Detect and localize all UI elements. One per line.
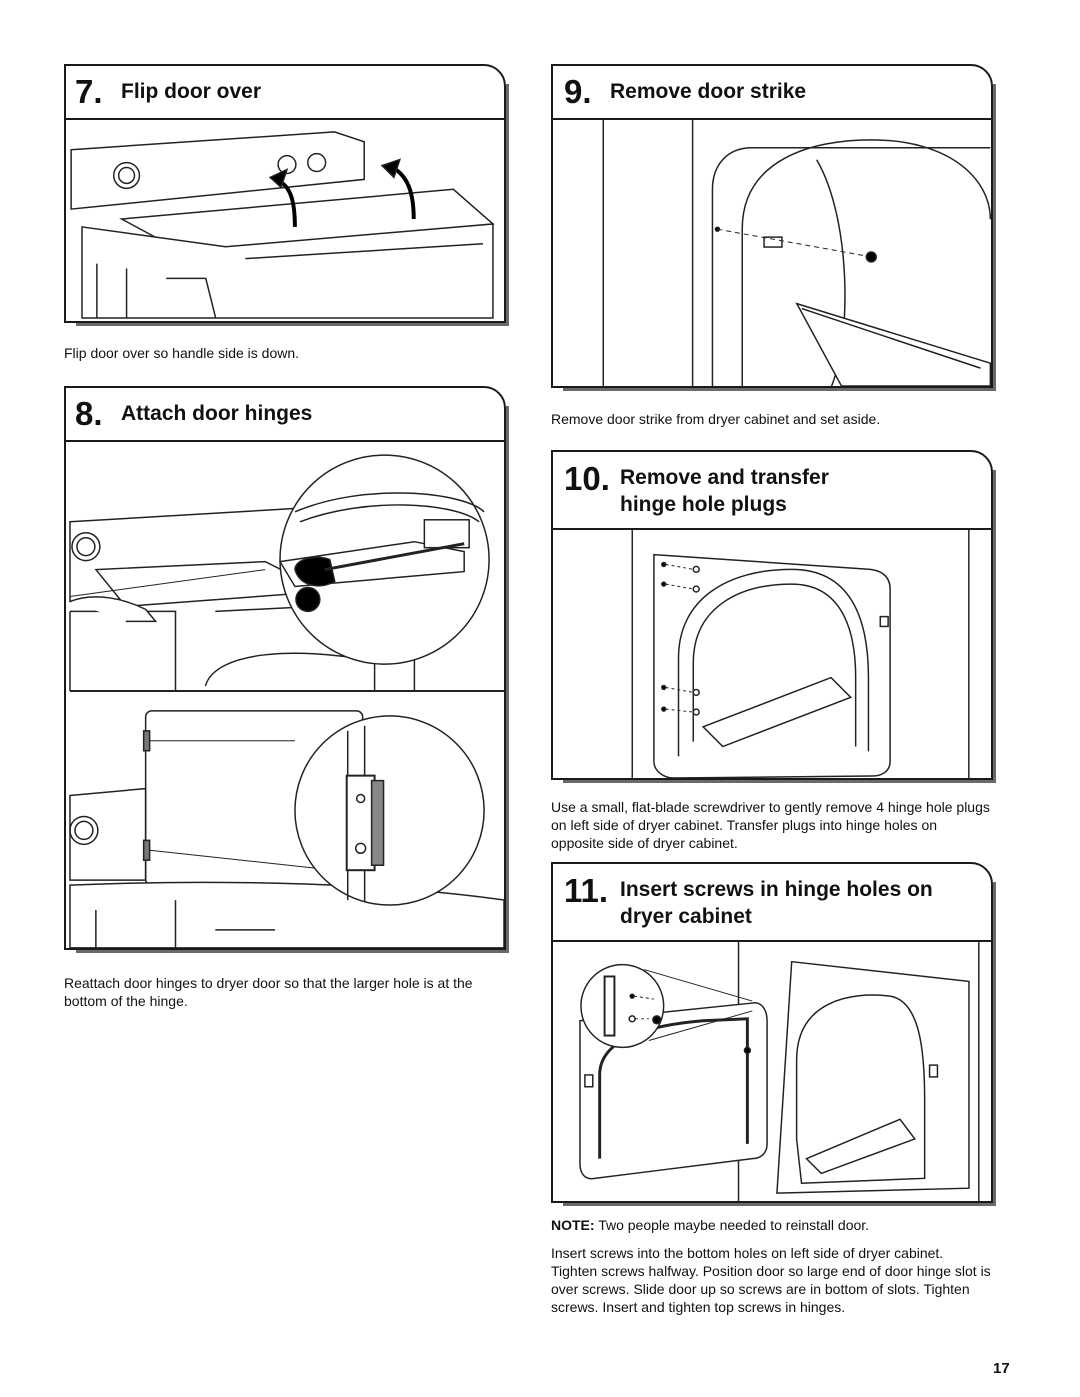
step-7-illustration — [66, 120, 504, 321]
step-7-panel: 7. Flip door over — [64, 64, 509, 326]
step-7-number: 7. — [75, 73, 103, 110]
step-7-title: Flip door over — [121, 80, 262, 103]
step-9-illustration — [553, 120, 991, 386]
step-11-title-line1: Insert screws in hinge holes on — [620, 878, 933, 901]
step-11-caption: Insert screws into the bottom holes on l… — [551, 1245, 991, 1315]
step-8-header: 8. Attach door hinges — [66, 388, 504, 442]
step-11-illustration — [553, 942, 991, 1201]
step-8-illustration — [66, 442, 504, 948]
page-number: 17 — [993, 1360, 1010, 1377]
step-11-note: NOTE: Two people maybe needed to reinsta… — [551, 1216, 991, 1234]
note-label: NOTE: — [551, 1217, 595, 1233]
step-9-number: 9. — [564, 73, 592, 110]
step-11-panel: 11. Insert screws in hinge holes on drye… — [551, 862, 996, 1206]
step-7-header: 7. Flip door over — [66, 66, 504, 120]
step-8-number: 8. — [75, 395, 103, 432]
step-9-panel: 9. Remove door strike — [551, 64, 996, 391]
step-8-title: Attach door hinges — [121, 402, 313, 425]
step-10-header: 10. Remove and transfer hinge hole plugs — [553, 452, 991, 530]
step-10-number: 10. — [564, 460, 610, 497]
step-8-caption: Reattach door hinges to dryer door so th… — [64, 975, 473, 1009]
step-8-panel: 8. Attach door hinges — [64, 386, 509, 953]
step-10-caption: Use a small, flat-blade screwdriver to g… — [551, 799, 990, 851]
step-9-caption: Remove door strike from dryer cabinet an… — [551, 411, 881, 427]
step-7-caption: Flip door over so handle side is down. — [64, 345, 300, 361]
step-9-title: Remove door strike — [610, 80, 807, 103]
step-9-header: 9. Remove door strike — [553, 66, 991, 120]
step-10-illustration — [553, 530, 991, 778]
step-11-title-line2: dryer cabinet — [620, 905, 752, 928]
step-10-title-line2: hinge hole plugs — [620, 493, 787, 516]
step-11-number: 11. — [564, 872, 609, 909]
note-text: Two people maybe needed to reinstall doo… — [594, 1217, 870, 1233]
step-10-panel: 10. Remove and transfer hinge hole plugs — [551, 450, 996, 783]
step-11-header: 11. Insert screws in hinge holes on drye… — [553, 864, 991, 942]
step-10-title-line1: Remove and transfer — [620, 466, 829, 489]
